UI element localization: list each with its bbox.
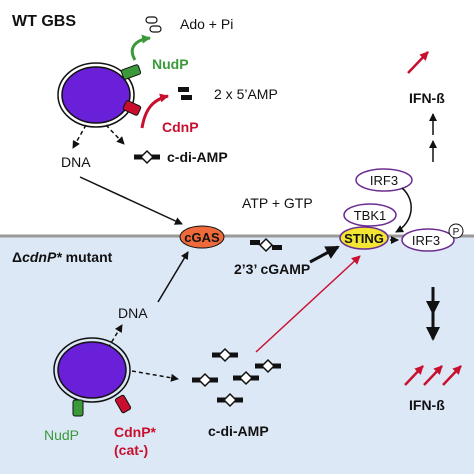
nudp-protein-bottom (72, 399, 84, 417)
cdiamp-release-arrow-bottom (131, 370, 179, 382)
dna-release-arrow-bottom (107, 324, 123, 349)
ifn-up-arrow-bottom (423, 365, 443, 386)
bacterium-wt-envelope (57, 62, 135, 128)
ado-pi-label: Ado + Pi (180, 16, 233, 32)
cgamp-icon (250, 237, 282, 253)
amp-icon (181, 95, 192, 100)
dna-label-bottom: DNA (118, 305, 148, 321)
cgamp-label: 2’3’ cGAMP (234, 261, 310, 277)
ifn-up-arrow-top (407, 51, 429, 74)
tbk1-label: TBK1 (354, 208, 387, 223)
nudp-activity-arrow (130, 34, 151, 61)
bacterium-mutant-envelope (53, 337, 131, 403)
dna-release-arrow (72, 124, 87, 149)
cdnp-mutant-protein (114, 394, 132, 414)
irf3-phosphorylation-arrow (395, 187, 412, 233)
cdnp-label: CdnP (162, 119, 199, 135)
tbk1 (343, 203, 397, 227)
cdnp-protein-top (122, 100, 142, 116)
irf3-phosphorylated (401, 228, 455, 252)
ifn-label-top: IFN-ß (409, 90, 445, 106)
phosphate-icon (448, 223, 464, 239)
amp-icon (178, 87, 189, 92)
cgamp-to-sting-arrow (309, 245, 340, 264)
cgas-enzyme (179, 225, 225, 249)
cdiamp-label-bottom: c-di-AMP (208, 423, 269, 439)
nudp-label-bottom: NudP (44, 427, 79, 443)
ado-pi-icon (145, 16, 158, 24)
ifn-label-bottom: IFN-ß (409, 397, 445, 413)
phosphate-label: P (453, 227, 460, 238)
dna-label-top: DNA (61, 154, 91, 170)
cdiamp-label-top: c-di-AMP (167, 149, 228, 165)
sting-label: STING (344, 231, 384, 246)
cdnp-mutant-cat-label: (cat-) (114, 442, 148, 458)
bottom-panel-title: ΔcdnP* mutant (12, 249, 113, 265)
cdnp-activity-arrow (140, 93, 169, 129)
ado-pi-icon (149, 25, 162, 33)
nudp-protein-top (120, 64, 142, 80)
ifn-up-arrow-bottom (404, 365, 424, 386)
top-panel-title: WT GBS (12, 13, 76, 30)
cdnp-mutant-label: CdnP* (114, 424, 157, 440)
bacterium-wt (61, 66, 131, 124)
atp-gtp-label: ATP + GTP (242, 195, 313, 211)
dna-to-cgas-arrow-top (79, 176, 183, 225)
top-panel-background (0, 0, 474, 236)
dna-to-cgas-arrow-bottom (157, 251, 189, 303)
irf3-top (355, 168, 413, 192)
irf3-right-label: IRF3 (412, 233, 440, 248)
cdiamp-to-sting-arrow (255, 255, 361, 353)
amp-label: 2 x 5’AMP (214, 86, 278, 102)
irf3-top-label: IRF3 (370, 173, 398, 188)
nudp-label: NudP (152, 56, 189, 72)
ifn-up-arrow-bottom (442, 365, 462, 386)
sting-receptor (339, 226, 389, 250)
cdiamp-release-arrow (105, 124, 125, 145)
cgas-label: cGAS (184, 230, 220, 245)
bacterium-mutant (57, 341, 127, 399)
